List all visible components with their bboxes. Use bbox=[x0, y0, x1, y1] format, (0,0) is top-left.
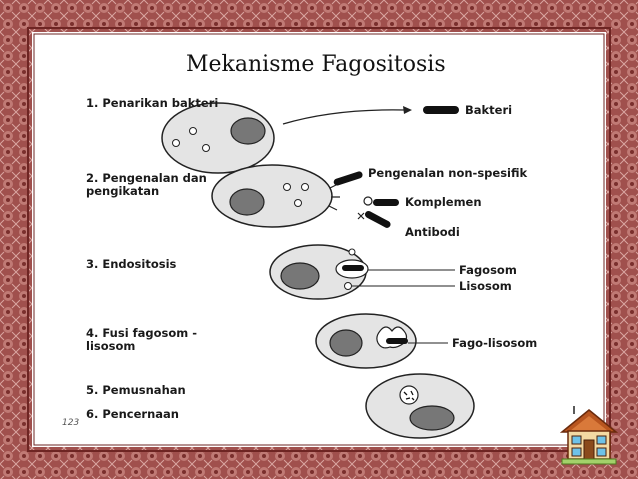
label-bakteri: Bakteri bbox=[465, 103, 513, 117]
label-fagosom: Fagosom bbox=[459, 263, 517, 277]
label-lisosom: Lisosom bbox=[459, 279, 512, 293]
complement-mark bbox=[363, 196, 399, 206]
step-5-text: 5. Pemusnahan bbox=[86, 383, 186, 397]
step-2-label: 2. Pengenalan dan pengikatan bbox=[86, 172, 207, 198]
step-3-label: 3. Endositosis bbox=[86, 258, 176, 271]
step-2-text-line1: 2. Pengenalan dan bbox=[86, 171, 207, 185]
cell-step-2 bbox=[211, 164, 340, 228]
label-antibodi: Antibodi bbox=[405, 225, 460, 239]
step-1-text: 1. Penarikan bakteri bbox=[86, 96, 219, 110]
label-komplemen: Komplemen bbox=[405, 195, 482, 209]
step-6-text: 6. Pencernaan bbox=[86, 407, 179, 421]
home-icon[interactable] bbox=[560, 404, 618, 466]
step-4-text-line1: 4. Fusi fagosom - bbox=[86, 326, 198, 340]
antibody-mark bbox=[357, 211, 391, 228]
slide-title: Mekanisme Fagositosis bbox=[186, 52, 446, 77]
label-pengenalan-non-spesifik: Pengenalan non-spesifik bbox=[368, 166, 528, 180]
cell-step-4 bbox=[315, 313, 448, 369]
page-mark: 123 bbox=[62, 418, 80, 428]
cell-step-3 bbox=[269, 244, 455, 300]
bacteria-mark bbox=[423, 106, 459, 114]
step-4-label: 4. Fusi fagosom - lisosom bbox=[86, 327, 197, 353]
cell-step-1 bbox=[161, 102, 275, 174]
step-5-label: 5. Pemusnahan bbox=[86, 384, 186, 397]
bacteria-nonspecific-mark bbox=[333, 171, 363, 186]
step-2-text-line2: pengikatan bbox=[86, 184, 160, 198]
chemotaxis-arrow bbox=[282, 106, 412, 125]
cell-step-5-6 bbox=[365, 373, 475, 439]
label-fago-lisosom: Fago-lisosom bbox=[452, 336, 538, 350]
step-6-label: 6. Pencernaan bbox=[86, 408, 179, 421]
step-3-text: 3. Endositosis bbox=[86, 257, 177, 271]
step-1-label: 1. Penarikan bakteri bbox=[86, 97, 218, 110]
step-4-text-line2: lisosom bbox=[86, 339, 136, 353]
